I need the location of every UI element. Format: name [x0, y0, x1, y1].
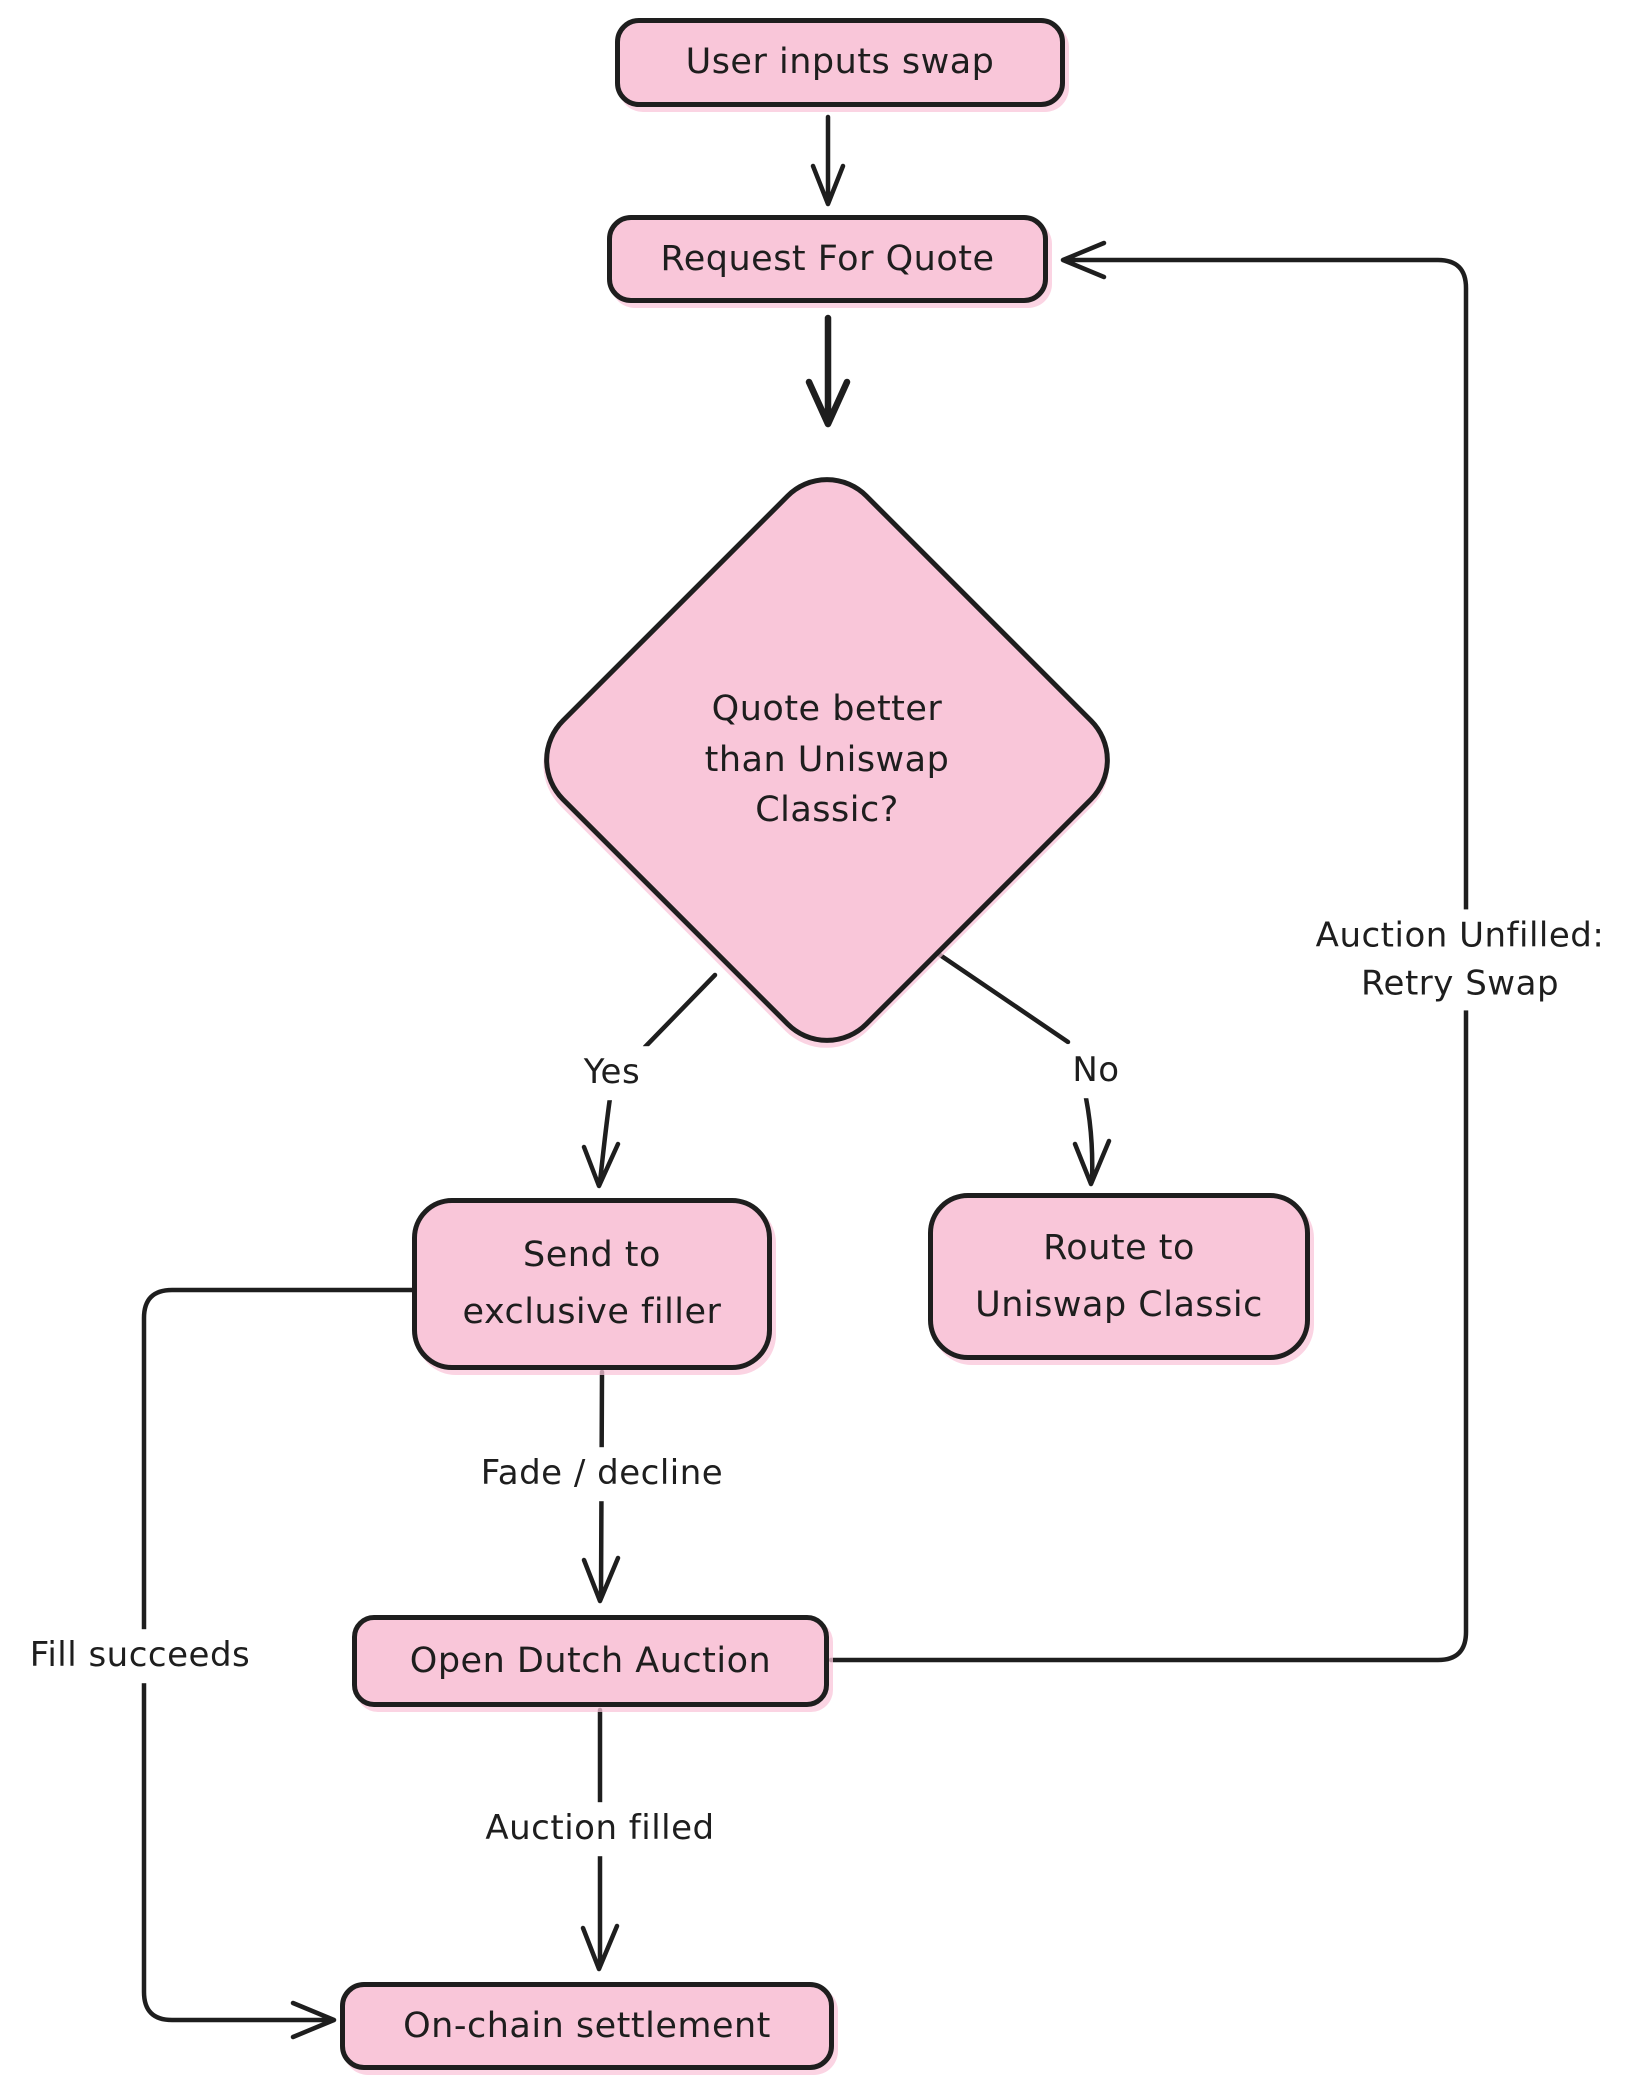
node-label: User inputs swap	[685, 42, 995, 83]
edge-label-auction-unfilled: Auction Unfilled: Retry Swap	[1303, 909, 1617, 1011]
edge-yes-to-send	[581, 1095, 621, 1189]
node-label-line-1: Send to	[523, 1235, 661, 1276]
edge-rfq-to-decision	[805, 314, 851, 428]
node-label-line-2: Uniswap Classic	[975, 1284, 1263, 1325]
decision-line-3: Classic?	[755, 790, 899, 831]
edge-label-auction-filled: Auction filled	[473, 1802, 727, 1856]
node-label-line-2: exclusive filler	[462, 1292, 722, 1332]
edge-label-no: No	[1060, 1044, 1132, 1098]
edge-label-fade-decline: Fade / decline	[468, 1447, 736, 1501]
edge-user-to-rfq	[810, 114, 846, 207]
edge-label-fill-succeeds: Fill succeeds	[17, 1629, 263, 1683]
node-open-dutch-auction: Open Dutch Auction	[352, 1615, 829, 1707]
node-send-to-exclusive-filler: Send to exclusive filler	[412, 1198, 772, 1370]
node-request-for-quote: Request For Quote	[607, 215, 1048, 303]
edge-no-to-route	[1072, 1095, 1112, 1187]
node-label: Request For Quote	[660, 238, 995, 279]
node-decision-label: Quote better than Uniswap Classic?	[610, 543, 1044, 977]
node-on-chain-settlement: On-chain settlement	[340, 1982, 834, 2070]
decision-line-2: than Uniswap	[704, 739, 950, 780]
node-label: Open Dutch Auction	[409, 1640, 772, 1681]
edge-decision-to-no	[937, 952, 1071, 1045]
edge-label-yes: Yes	[571, 1046, 653, 1100]
node-user-inputs-swap: User inputs swap	[615, 18, 1065, 107]
decision-line-1: Quote better	[711, 688, 943, 729]
edge-label-auction-unfilled-line-2: Retry Swap	[1360, 963, 1560, 1003]
node-label: On-chain settlement	[403, 2005, 771, 2046]
node-route-to-uniswap-classic: Route to Uniswap Classic	[928, 1193, 1310, 1360]
node-label-line-1: Route to	[1043, 1227, 1195, 1268]
edge-decision-to-yes	[642, 972, 718, 1050]
edge-label-auction-unfilled-line-1: Auction Unfilled:	[1315, 915, 1605, 956]
